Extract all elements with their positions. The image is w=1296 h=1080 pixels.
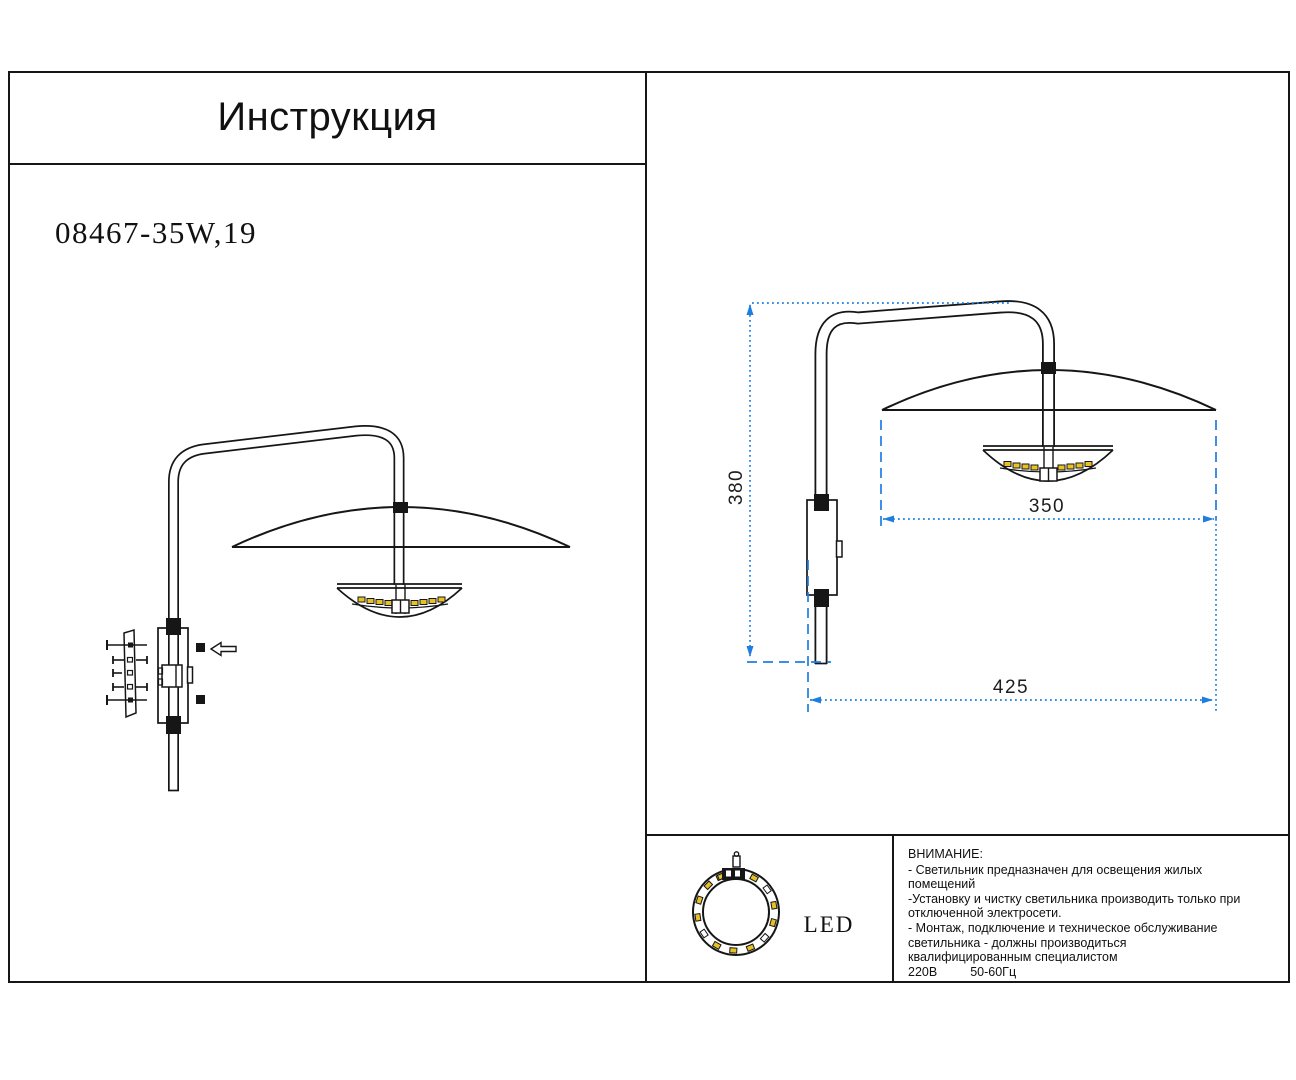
led-strip [357,596,446,606]
right-panel-divider [647,834,1290,836]
led-strip [1003,461,1093,471]
voltage-value: 220В [908,964,938,979]
led-ring-chips [694,872,778,954]
page-title: Инструкция [217,94,438,139]
arm-tube [168,425,405,792]
dimension-lines [746,302,1217,712]
arm-tube [814,300,1055,665]
frequency-value: 50-60Гц [970,964,1017,979]
power-spec-row: 220В 50-60Гц [908,965,1288,980]
warning-line: светильника - должны производиться [908,935,1127,950]
dim-380-label: 380 [726,468,747,506]
dimension-425 [807,560,1213,712]
dimension-350 [880,420,1217,712]
dim-425-label: 425 [992,677,1030,698]
sheet-outer-border [8,71,1290,983]
bracket-clamps [166,618,181,734]
stem-connector [393,502,408,513]
direction-arrow-icon [209,641,237,657]
led-label: LED [803,912,855,937]
dim-350-label: 350 [1028,496,1066,517]
bracket-clamps [814,494,829,607]
model-number: 08467-35W,19 [55,215,257,250]
led-ring-connector [722,851,745,880]
bowl-hub [391,585,410,614]
warning-line: отключенной электросети. [908,906,1062,921]
fastener-dots [196,643,205,704]
wall-bracket [806,499,843,596]
title-row: Инструкция [8,71,647,163]
lamp-side-view [106,425,571,792]
warning-line: -Установку и чистку светильника производ… [908,891,1241,906]
warning-line: квалифицированным специалистом [908,950,1118,965]
title-divider [8,163,647,165]
lamp-dimensioned-view [806,300,1217,665]
led-ring-diagram [692,851,780,956]
warning-line: - Светильник предназначен для освещения … [908,862,1203,877]
warning-line: - Монтаж, подключение и техническое обсл… [908,920,1218,935]
mounting-plate [106,628,148,719]
bowl-hub [1039,447,1058,482]
warning-block: ВНИМАНИЕ: - Светильник предназначен для … [895,835,1288,983]
led-cell-divider [892,836,894,983]
dimension-380 [746,302,1010,663]
stem-connector [1041,362,1056,374]
warning-heading: ВНИМАНИЕ: [908,847,983,861]
panel-divider-vertical [645,71,647,983]
warning-line: помещений [908,877,976,892]
